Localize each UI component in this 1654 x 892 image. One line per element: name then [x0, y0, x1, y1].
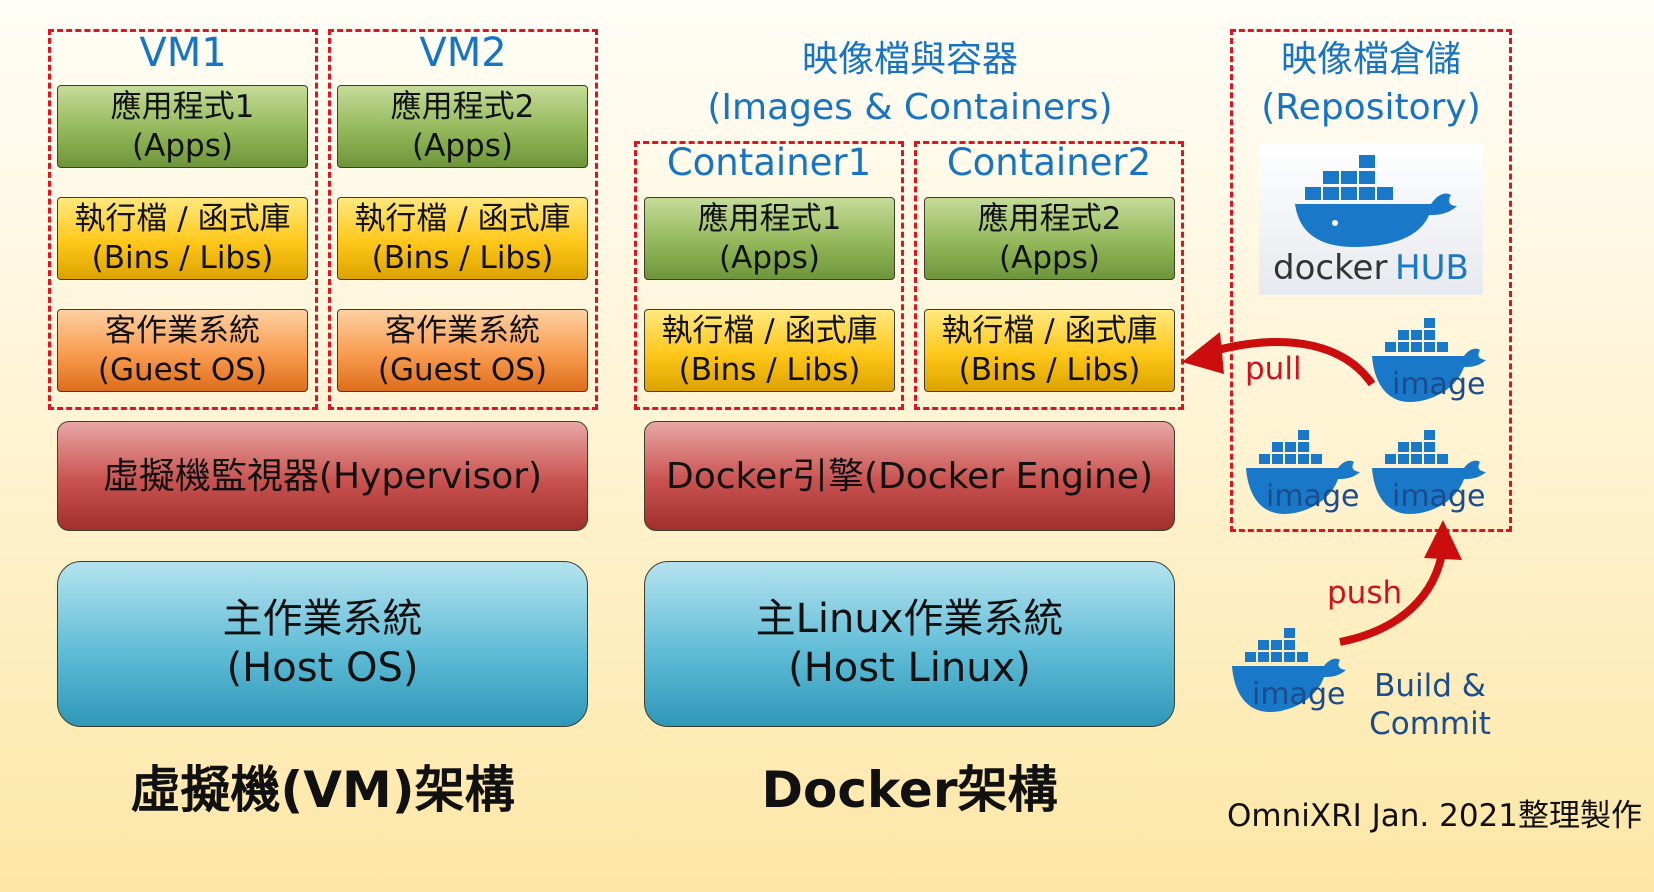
pull-arrow-line [1208, 338, 1376, 387]
vm1-apps-box: 應用程式1 (Apps) [57, 85, 308, 168]
vm1-libs-label: 執行檔 / 函式庫 [74, 200, 291, 237]
docker-logo-hub-text: HUB [1395, 248, 1469, 288]
vm2-apps-sublabel: (Apps) [412, 127, 513, 164]
credit-text: OmniXRI Jan. 2021整理製作 [1226, 798, 1642, 834]
image-label: image [1392, 367, 1485, 402]
docker-engine-label: Docker引擎(Docker Engine) [665, 455, 1154, 497]
host-os-sublabel: (Host OS) [226, 645, 419, 691]
hypervisor-label: 虛擬機監視器(Hypervisor) [102, 455, 543, 497]
container2-apps-sublabel: (Apps) [999, 239, 1100, 276]
image-label: image [1266, 479, 1359, 514]
container1-libs-label: 執行檔 / 函式庫 [661, 312, 878, 349]
vm2-libs-label: 執行檔 / 函式庫 [354, 200, 571, 237]
build-commit-line2: Commit [1369, 705, 1491, 742]
container1-apps-label: 應用程式1 [697, 200, 842, 237]
docker-hub-logo: docker HUB [1259, 143, 1483, 295]
build-commit-label: Build & Commit [1360, 668, 1500, 744]
push-arrow-head [1424, 520, 1462, 560]
host-os-box: 主作業系統 (Host OS) [57, 561, 588, 727]
repository-dashed-frame [1230, 29, 1512, 532]
container2-libs-sublabel: (Bins / Libs) [958, 351, 1141, 388]
hypervisor-box: 虛擬機監視器(Hypervisor) [57, 421, 588, 531]
vm1-dashed-frame [48, 29, 318, 410]
container2-libs-label: 執行檔 / 函式庫 [941, 312, 1158, 349]
docker-logo-text: docker [1273, 248, 1387, 288]
container1-title: Container1 [666, 141, 872, 184]
vm2-libs-box: 執行檔 / 函式庫 (Bins / Libs) [337, 197, 588, 280]
repository-heading-en: (Repository) [1261, 86, 1481, 128]
repository-heading-zh: 映像檔倉儲 [1280, 39, 1461, 80]
vm2-dashed-frame [328, 29, 598, 410]
image-label: image [1252, 677, 1345, 712]
repository-heading: 映像檔倉儲 (Repository) [1230, 36, 1512, 131]
vm1-guest-os-box: 客作業系統 (Guest OS) [57, 309, 308, 392]
container1-apps-box: 應用程式1 (Apps) [644, 197, 895, 280]
docker-architecture-caption: Docker架構 [761, 761, 1058, 819]
vm1-title: VM1 [139, 30, 227, 76]
vm1-guest-os-label: 客作業系統 [105, 312, 260, 349]
vm1-libs-sublabel: (Bins / Libs) [91, 239, 274, 276]
container2-apps-label: 應用程式2 [977, 200, 1122, 237]
docker-engine-box: Docker引擎(Docker Engine) [644, 421, 1175, 531]
push-arrow-line [1339, 547, 1447, 646]
vm2-apps-label: 應用程式2 [390, 88, 535, 125]
container1-libs-sublabel: (Bins / Libs) [678, 351, 861, 388]
docker-whale-logo-icon: docker HUB [1273, 155, 1469, 288]
container2-dashed-frame [914, 141, 1184, 410]
vm2-guest-os-label: 客作業系統 [385, 312, 540, 349]
container2-apps-box: 應用程式2 (Apps) [924, 197, 1175, 280]
container1-apps-sublabel: (Apps) [719, 239, 820, 276]
vm2-apps-box: 應用程式2 (Apps) [337, 85, 588, 168]
pull-label: pull [1245, 351, 1302, 387]
build-commit-line1: Build & [1374, 668, 1486, 704]
images-containers-heading-zh: 映像檔與容器 [801, 39, 1018, 80]
container1-libs-box: 執行檔 / 函式庫 (Bins / Libs) [644, 309, 895, 392]
container1-dashed-frame [634, 141, 904, 410]
images-containers-heading: 映像檔與容器 (Images & Containers) [620, 36, 1200, 131]
host-linux-label: 主Linux作業系統 [755, 596, 1064, 643]
host-linux-box: 主Linux作業系統 (Host Linux) [644, 561, 1175, 727]
images-containers-heading-en: (Images & Containers) [707, 86, 1113, 128]
push-label: push [1327, 575, 1403, 611]
vm2-title: VM2 [419, 30, 507, 76]
vm1-apps-sublabel: (Apps) [132, 127, 233, 164]
vm2-guest-os-box: 客作業系統 (Guest OS) [337, 309, 588, 392]
vm1-libs-box: 執行檔 / 函式庫 (Bins / Libs) [57, 197, 308, 280]
vm-architecture-caption: 虛擬機(VM)架構 [130, 761, 515, 819]
host-linux-sublabel: (Host Linux) [788, 645, 1031, 691]
vm2-guest-os-sublabel: (Guest OS) [377, 351, 548, 388]
container2-libs-box: 執行檔 / 函式庫 (Bins / Libs) [924, 309, 1175, 392]
pull-arrow-head [1182, 332, 1224, 374]
image-label: image [1392, 479, 1485, 514]
vm1-apps-label: 應用程式1 [110, 88, 255, 125]
container2-title: Container2 [946, 141, 1152, 184]
vm1-guest-os-sublabel: (Guest OS) [97, 351, 268, 388]
host-os-label: 主作業系統 [222, 596, 423, 643]
vm2-libs-sublabel: (Bins / Libs) [371, 239, 554, 276]
